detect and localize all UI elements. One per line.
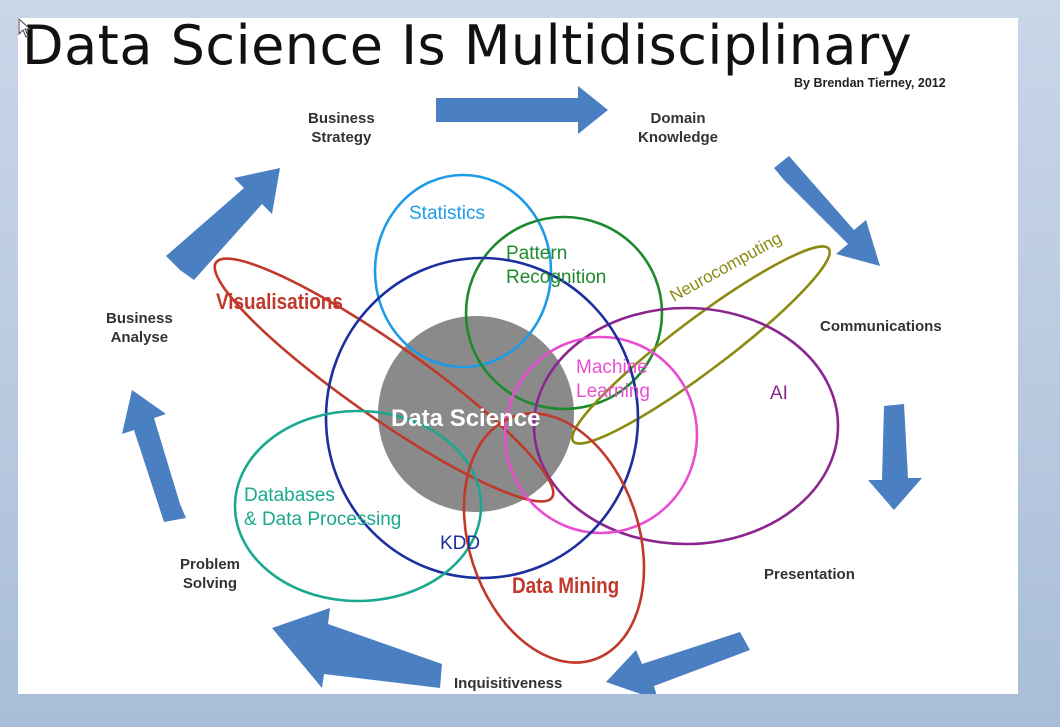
discipline-outlines bbox=[213, 173, 840, 664]
slide-title: Data Science Is Multidisciplinary bbox=[22, 14, 913, 77]
label-business-analyse: Business Analyse bbox=[106, 310, 173, 346]
label-ai: AI bbox=[770, 383, 788, 404]
label-visualisations: Visualisations bbox=[216, 289, 343, 314]
arrow-bottom-right bbox=[606, 632, 750, 694]
label-inquisitiveness: Inquisitiveness bbox=[454, 675, 563, 692]
arrow-top bbox=[436, 86, 608, 134]
label-pattern-recognition: Pattern Recognition bbox=[506, 243, 607, 288]
cycle-arrows bbox=[122, 86, 922, 694]
author-credit: By Brendan Tierney, 2012 bbox=[794, 76, 946, 90]
arrow-left bbox=[122, 390, 186, 522]
neurocomputing-ellipse bbox=[570, 245, 832, 445]
arrow-right bbox=[868, 404, 922, 510]
arrow-upper-left bbox=[166, 168, 280, 280]
label-data-science: Data Science bbox=[391, 405, 541, 432]
statistics-circle bbox=[373, 173, 553, 369]
label-databases: Databases & Data Processing bbox=[244, 485, 402, 530]
label-machine-learning: Machine Learning bbox=[576, 357, 650, 402]
kdd-circle bbox=[324, 256, 640, 580]
slide: Data Science Is Multidisciplinary By Bre… bbox=[18, 14, 1018, 694]
databases-ellipse bbox=[233, 409, 483, 603]
label-business-strategy: Business Strategy bbox=[308, 110, 375, 146]
label-presentation: Presentation bbox=[764, 566, 855, 583]
diagram-canvas bbox=[122, 86, 922, 694]
label-statistics: Statistics bbox=[409, 203, 486, 224]
label-problem-solving: Problem Solving bbox=[180, 556, 241, 592]
pattern-recognition-circle bbox=[464, 215, 664, 411]
mouse-pointer-icon bbox=[18, 18, 32, 38]
ai-ellipse bbox=[532, 306, 840, 546]
arrow-bottom bbox=[272, 608, 442, 688]
label-communications: Communications bbox=[820, 318, 942, 335]
label-kdd: KDD bbox=[440, 533, 481, 554]
arrow-upper-right bbox=[774, 156, 880, 266]
data-mining-ellipse bbox=[462, 412, 646, 664]
label-domain-knowledge: Domain Knowledge bbox=[638, 110, 719, 146]
label-data-mining: Data Mining bbox=[512, 573, 620, 598]
machine-learning-circle bbox=[503, 335, 699, 535]
